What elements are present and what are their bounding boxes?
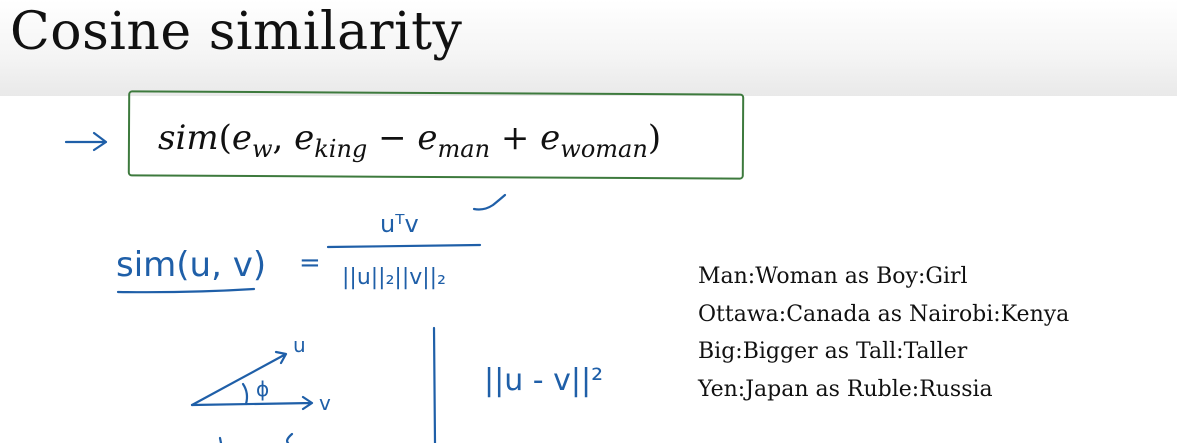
sim-definition: sim(u, v) [116,245,266,285]
formula-minus: − [367,118,418,158]
formula-e1: e [231,118,252,158]
sim-underline [116,287,256,294]
label-u: u [293,333,306,357]
denominator: ||u||₂||v||₂ [342,265,446,290]
formula-e2-sub: king [314,135,368,163]
analogy-item: Yen:Japan as Ruble:Russia [698,376,993,402]
similarity-formula: sim(ew, eking − eman + ewoman) [158,118,661,163]
ink-labels: sim(u, v) = uᵀv ||u||₂||v||₂ u v ϕ ||u -… [116,210,603,415]
vector-v-arrow [190,395,314,411]
equals-sign: = [299,248,321,278]
pointer-arrow-icon [64,131,108,152]
analogy-list: Man:Woman as Boy:Girl Ottawa:Canada as N… [698,258,1069,408]
numerator-check-icon [472,193,507,211]
analogy-item: Big:Bigger as Tall:Taller [698,339,968,364]
fraction-bar [326,243,482,249]
formula-e3: e [417,118,438,158]
formula-e2: e [294,118,315,158]
formula-comma: , [272,118,295,158]
label-v: v [319,391,331,415]
formula-e4-sub: woman [560,135,648,163]
ink-strokes [64,131,507,443]
formula-fn: sim [158,118,219,158]
analogy-item: Ottawa:Canada as Nairobi:Kenya [698,301,1070,327]
angle-arc [241,382,249,406]
formula-plus: + [490,118,541,158]
analogy-item: Man:Woman as Boy:Girl [698,264,968,289]
bottom-marks [218,432,294,443]
numerator: uᵀv [380,210,419,238]
title-band [0,0,1177,96]
formula-close: ) [647,118,662,158]
vector-u-arrow [190,350,288,407]
angle-phi: ϕ [256,377,269,401]
formula-open: ( [218,118,232,158]
formula-e3-sub: man [437,135,491,163]
formula-e4: e [540,118,561,158]
distance-squared: ||u - v||² [484,363,603,398]
formula-e1-sub: w [251,135,273,163]
slide-title: Cosine similarity [10,2,463,62]
divider-line [432,326,437,443]
